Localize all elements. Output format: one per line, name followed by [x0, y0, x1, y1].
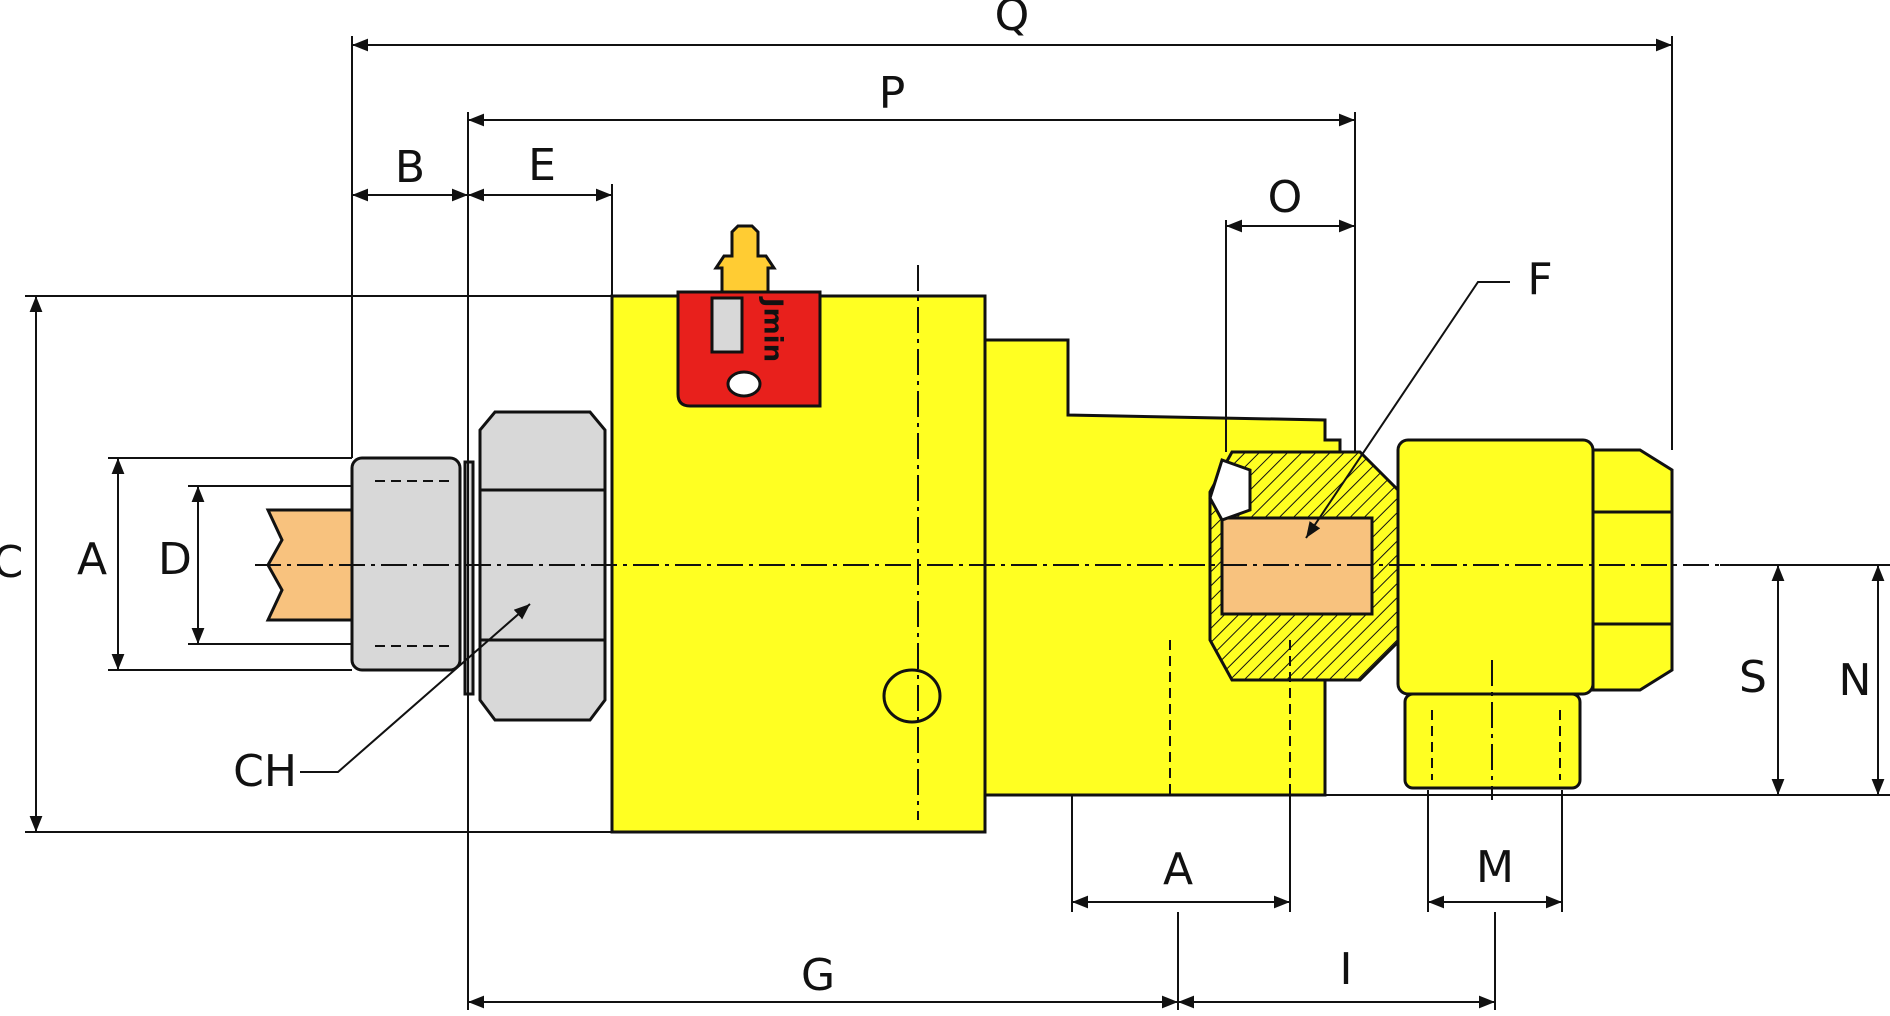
elbow-nut	[1591, 448, 1674, 692]
label-p: P	[879, 68, 906, 119]
label-q: Q	[995, 0, 1030, 41]
label-s: S	[1739, 652, 1767, 703]
tag-window	[710, 296, 744, 354]
side-port	[882, 668, 942, 724]
label-ch: CH	[233, 746, 297, 797]
label-a-bottom: A	[1163, 844, 1193, 895]
section-cut	[1208, 458, 1252, 522]
leader-ch	[300, 603, 531, 773]
label-a-left: A	[77, 534, 107, 585]
label-g: G	[801, 950, 835, 1001]
leader-f	[1305, 281, 1510, 539]
label-c: C	[0, 537, 23, 588]
grease-nipple	[713, 224, 777, 294]
label-f: F	[1527, 254, 1552, 305]
label-d: D	[158, 534, 192, 585]
label-o: O	[1268, 172, 1303, 223]
elbow-body	[1396, 438, 1595, 696]
tag-hole	[726, 370, 762, 398]
label-e: E	[528, 140, 556, 191]
label-b: B	[395, 142, 425, 193]
label-n: N	[1839, 655, 1872, 706]
tag-badge-text: Jmin	[758, 296, 788, 362]
label-m: M	[1476, 842, 1514, 893]
label-i: I	[1340, 944, 1353, 995]
